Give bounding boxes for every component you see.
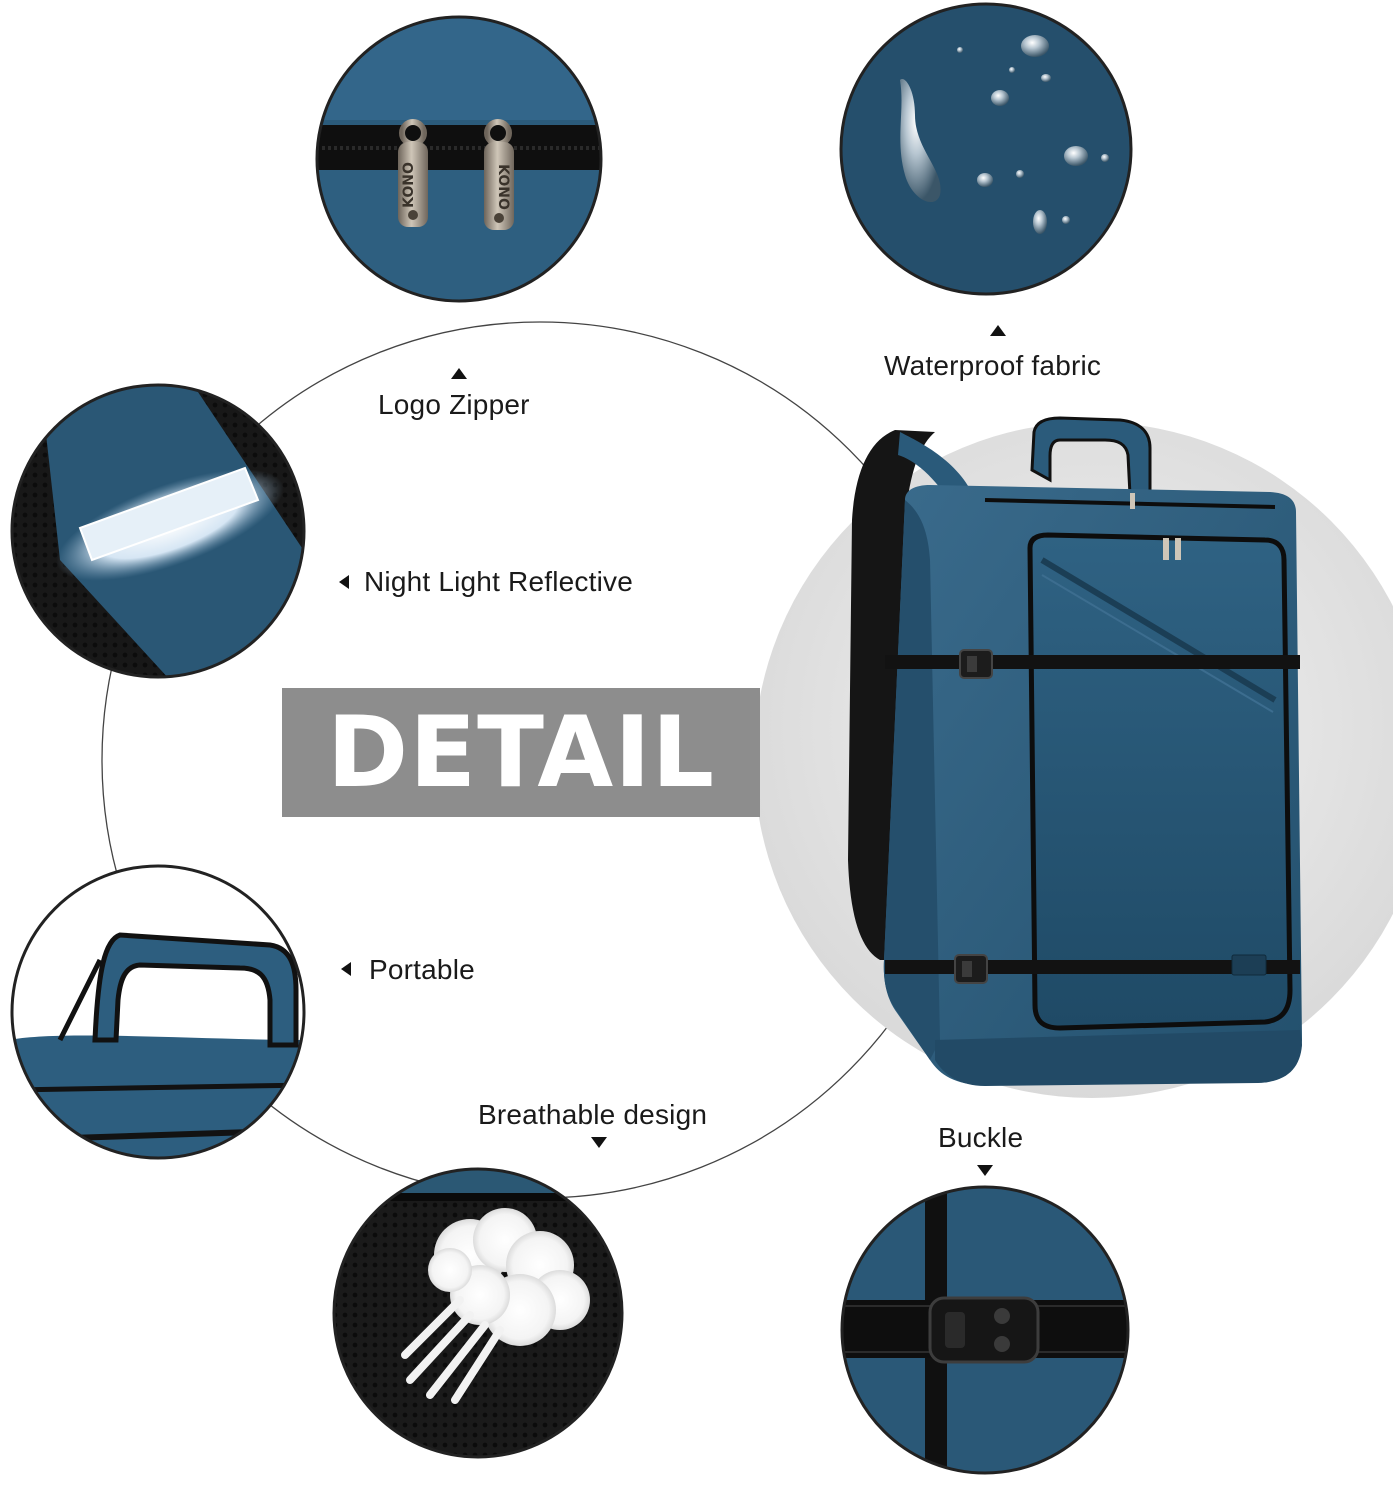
feature-breathable: Breathable design <box>478 1099 708 1130</box>
pointer-up-icon <box>990 325 1006 336</box>
pointer-down-icon <box>977 1165 993 1176</box>
pointer-left-icon <box>339 575 349 589</box>
feature-logo-zipper: Logo Zipper <box>378 389 530 420</box>
feature-buckle: Buckle <box>938 1122 1024 1153</box>
backpack-image <box>848 416 1302 1086</box>
buckle-photo <box>842 1187 1128 1473</box>
buckle-top <box>959 649 993 679</box>
feature-waterproof: Waterproof fabric <box>884 350 1102 381</box>
waterproof-fabric-photo <box>841 4 1131 294</box>
buckle-bottom <box>954 954 988 984</box>
reflective-strip-photo <box>12 385 304 677</box>
breathable-mesh-photo <box>334 1169 622 1457</box>
detail-banner <box>282 688 760 817</box>
logo-zipper-photo: KONO KONO <box>317 17 601 301</box>
pointer-up-icon <box>451 368 467 379</box>
svg-text:KONO: KONO <box>401 162 417 208</box>
pointer-left-icon <box>341 962 351 976</box>
feature-reflective: Night Light Reflective <box>364 566 633 597</box>
svg-text:KONO: KONO <box>495 164 511 210</box>
feature-portable: Portable <box>369 954 475 985</box>
portable-handle-photo <box>12 866 304 1158</box>
detail-title: DETAIL <box>326 695 716 810</box>
pointer-down-icon <box>591 1137 607 1148</box>
